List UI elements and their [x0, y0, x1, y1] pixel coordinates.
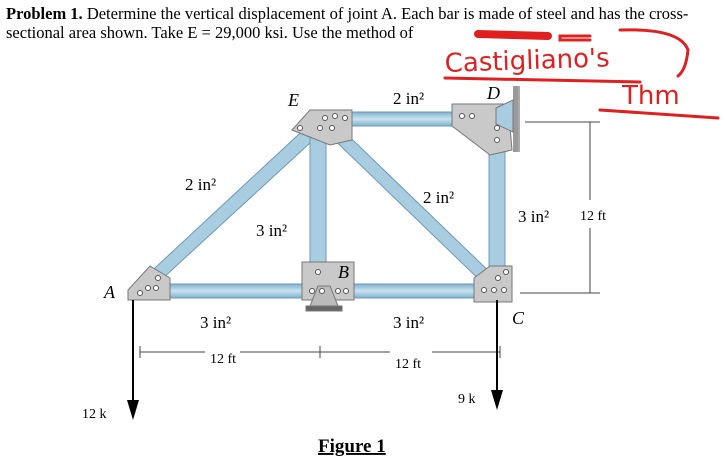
bar-AE	[141, 121, 323, 291]
arrow-down-icon	[127, 400, 139, 420]
gusset-plates	[127, 99, 514, 312]
area-AE: 2 in²	[185, 175, 216, 194]
load-C: 9 k	[458, 392, 476, 407]
joint-A: A	[103, 282, 116, 302]
dimension-lines	[139, 121, 600, 358]
arrow-down-icon	[491, 390, 503, 410]
joint-B: B	[338, 262, 349, 282]
area-ED: 2 in²	[393, 89, 424, 108]
problem-heading: Problem 1.	[6, 4, 83, 23]
joint-C: C	[512, 308, 525, 328]
plate-C	[473, 265, 513, 303]
joint-D: D	[486, 83, 500, 103]
load-arrows	[127, 300, 503, 420]
area-EC: 2 in²	[423, 188, 454, 207]
area-BC: 3 in²	[393, 313, 424, 332]
bar-AB	[149, 283, 311, 299]
wall-support	[513, 86, 518, 152]
dimension-right-span: 12 ft	[395, 357, 421, 372]
rivets	[137, 113, 509, 296]
problem-text: Determine the vertical displacement of j…	[6, 4, 689, 42]
dimension-left-span: 12 ft	[210, 352, 236, 367]
area-EB: 3 in²	[256, 221, 287, 240]
svg-text:Thm: Thm	[621, 81, 680, 111]
pin-support-D	[495, 99, 514, 133]
area-AB: 3 in²	[200, 313, 231, 332]
figure-caption: Figure 1	[318, 436, 386, 457]
dimension-height: 12 ft	[580, 209, 606, 224]
area-DC: 3 in²	[518, 207, 549, 226]
svg-text:Castigliano's: Castigliano's	[444, 43, 610, 79]
handwritten-annotation: Castigliano's Thm	[443, 28, 720, 120]
load-A: 12 k	[82, 407, 107, 422]
problem-statement: Problem 1. Determine the vertical displa…	[6, 4, 721, 42]
joint-E: E	[287, 90, 299, 110]
